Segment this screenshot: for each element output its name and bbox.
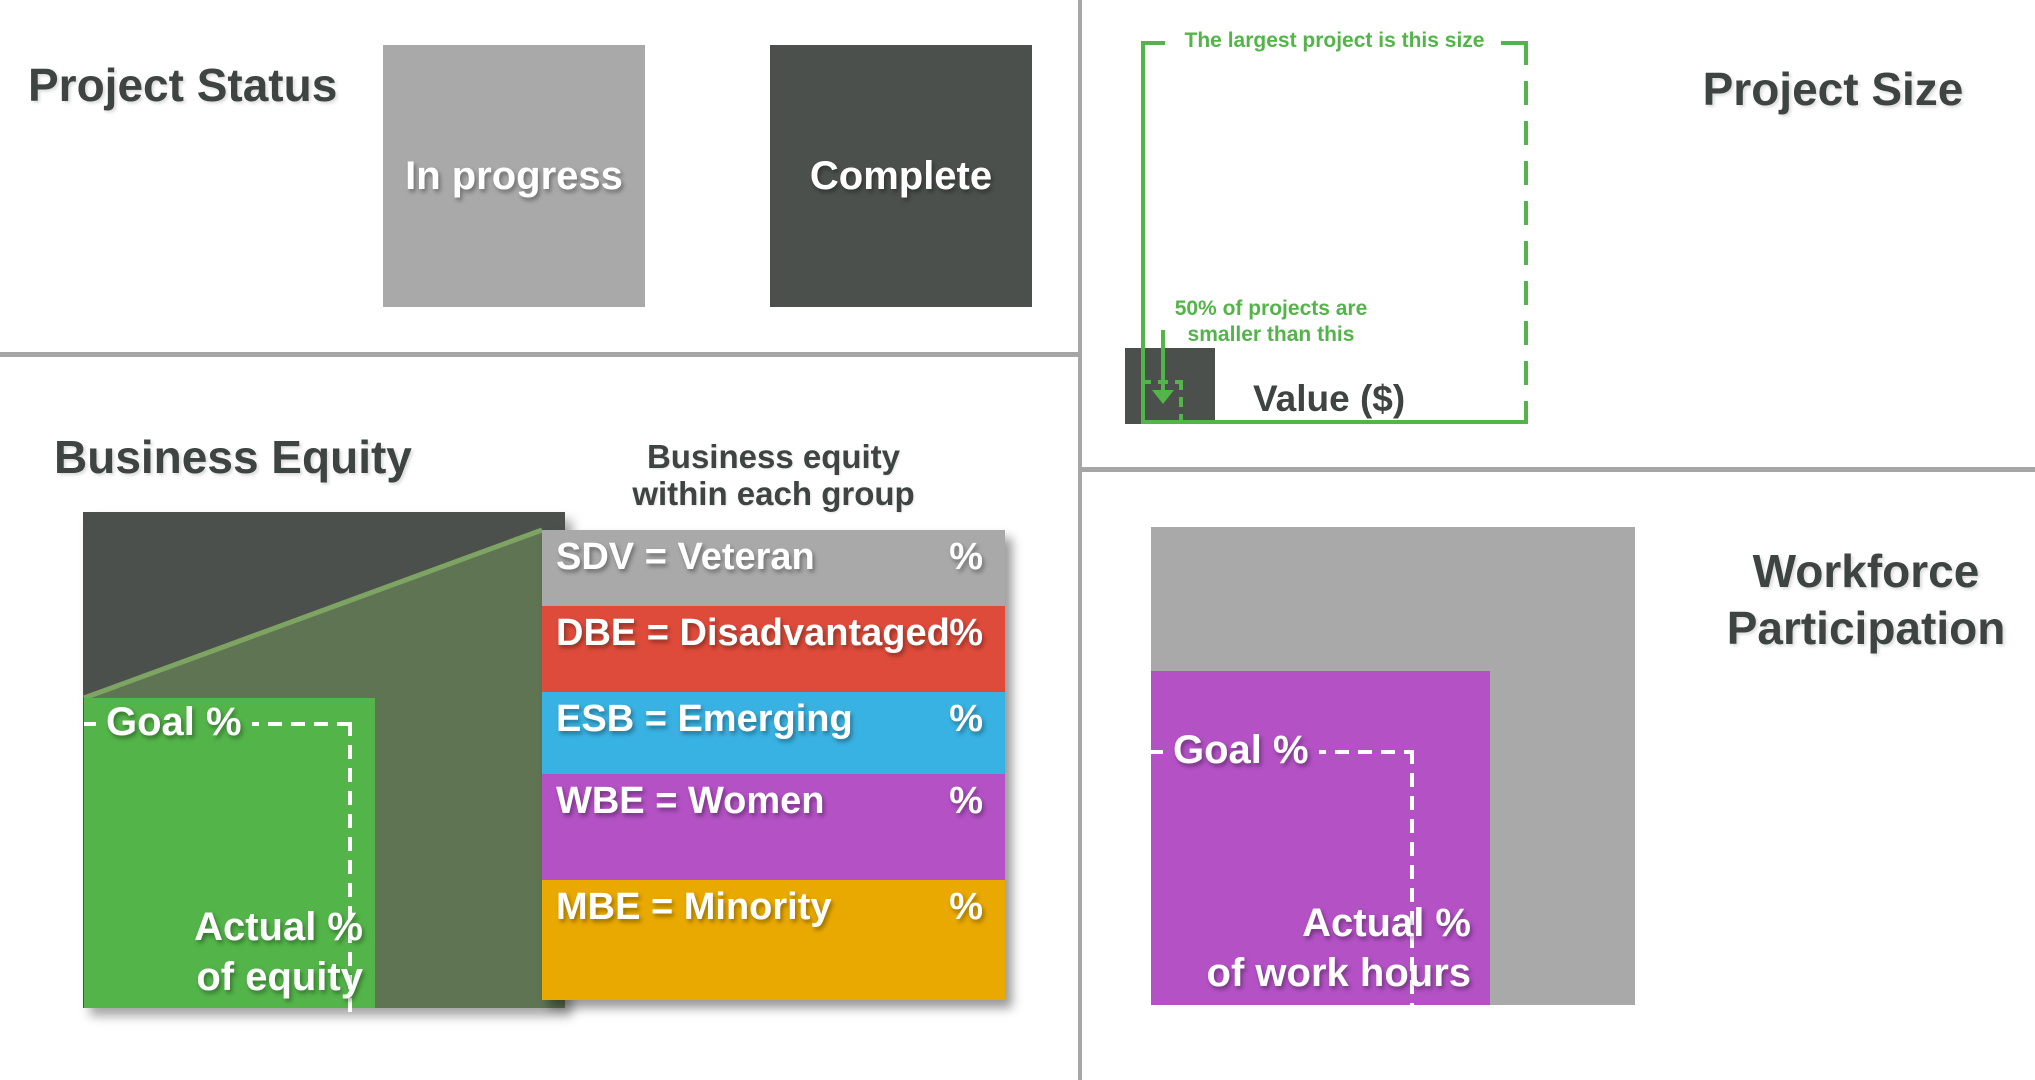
project-size-title: Project Size <box>1702 63 1964 115</box>
equity-goal-label: Goal % <box>96 698 252 746</box>
equity-actual-label: Actual % of equity <box>84 902 363 1002</box>
workforce-actual-line2: of work hours <box>1206 951 1471 995</box>
project-status-title: Project Status <box>28 59 338 111</box>
median-note: 50% of projects are smaller than this <box>1141 296 1401 348</box>
equity-bar-sdv: SDV = Veteran % <box>542 530 1005 606</box>
workforce-goal-dash-vertical <box>1410 750 1414 1018</box>
horizontal-divider-left <box>0 352 1082 357</box>
largest-rect-right-edge <box>1524 41 1528 424</box>
equity-bar-sdv-value: % <box>949 536 983 578</box>
equity-breakdown-title-line2: within each group <box>632 475 915 512</box>
equity-bar-wbe-label: WBE = Women <box>556 780 825 822</box>
equity-bar-wbe-value: % <box>949 780 983 822</box>
equity-bar-dbe-value: % <box>949 612 983 654</box>
vertical-divider <box>1078 0 1082 1080</box>
equity-bar-mbe-value: % <box>949 886 983 928</box>
equity-breakdown-title-line1: Business equity <box>646 438 901 475</box>
status-square-in-progress: In progress <box>383 45 645 307</box>
equity-bar-esb: ESB = Emerging % <box>542 692 1005 774</box>
median-note-line1: 50% of projects are <box>1174 297 1368 320</box>
status-label-complete: Complete <box>809 153 993 198</box>
equity-bar-esb-value: % <box>949 698 983 740</box>
largest-note: The largest project is this size <box>1141 27 1528 57</box>
median-mini-square-right <box>1179 380 1183 424</box>
largest-note-text: The largest project is this size <box>1172 29 1497 52</box>
equity-breakdown-title: Business equity within each group <box>542 438 1005 512</box>
workforce-title: Workforce Participation <box>1666 543 2035 657</box>
workforce-actual-line1: Actual % <box>1302 901 1471 945</box>
median-arrow-line <box>1161 330 1165 392</box>
equity-actual-line2: of equity <box>196 955 363 999</box>
median-project-swatch <box>1125 348 1215 424</box>
workforce-title-line1: Workforce <box>1752 545 1980 597</box>
largest-rect-bottom-edge <box>1141 420 1528 424</box>
workforce-goal-label: Goal % <box>1163 726 1319 774</box>
workforce-actual-label: Actual % of work hours <box>1151 898 1471 998</box>
equity-bar-esb-label: ESB = Emerging <box>556 698 853 740</box>
equity-bar-wbe: WBE = Women % <box>542 774 1005 880</box>
equity-bar-sdv-label: SDV = Veteran <box>556 536 815 578</box>
largest-rect-left-edge <box>1141 41 1145 424</box>
workforce-title-line2: Participation <box>1726 602 2006 654</box>
equity-bar-dbe-label: DBE = Disadvantaged <box>556 612 950 654</box>
status-square-complete: Complete <box>770 45 1032 307</box>
equity-goal-dash-vertical <box>348 722 352 1016</box>
median-note-line2: smaller than this <box>1187 323 1355 346</box>
horizontal-divider-right <box>1082 467 2035 472</box>
status-label-in-progress: In progress <box>405 153 623 198</box>
value-axis-label: Value ($) <box>1253 378 1406 419</box>
equity-bar-mbe-label: MBE = Minority <box>556 886 832 928</box>
equity-goal-square <box>84 698 375 1008</box>
equity-bar-dbe: DBE = Disadvantaged % <box>542 606 1005 692</box>
business-equity-title: Business Equity <box>54 431 412 483</box>
median-arrow-head-icon <box>1152 390 1174 404</box>
equity-bar-mbe: MBE = Minority % <box>542 880 1005 1000</box>
equity-group-bars: SDV = Veteran % DBE = Disadvantaged % ES… <box>542 530 1005 1000</box>
equity-actual-line1: Actual % <box>194 905 363 949</box>
